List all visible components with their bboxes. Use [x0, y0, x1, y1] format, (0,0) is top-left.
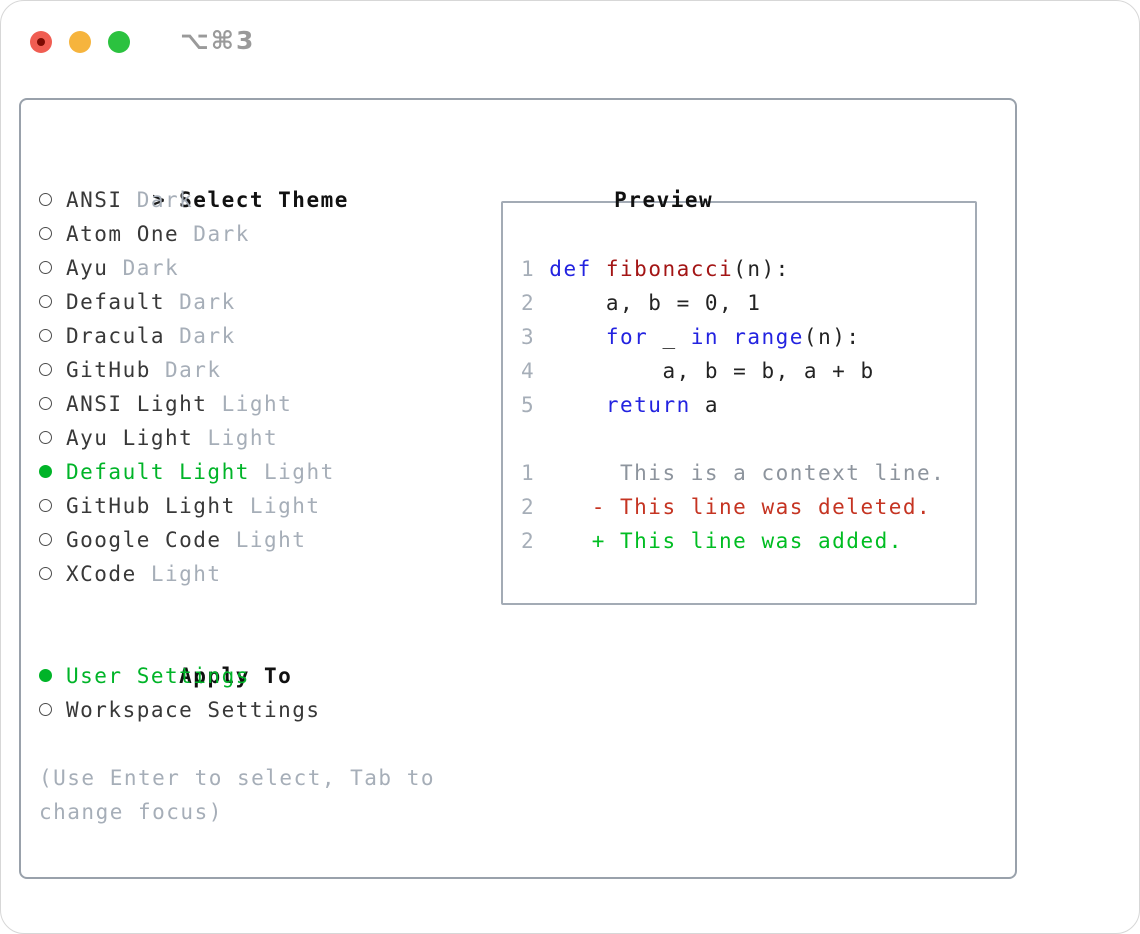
- radio-icon: [39, 567, 52, 580]
- radio-selected-icon: [39, 465, 52, 478]
- theme-variant-tag: Dark: [179, 222, 250, 246]
- theme-option-ansi[interactable]: ANSI Dark: [39, 183, 501, 217]
- theme-name: Default Light: [66, 460, 250, 484]
- theme-name: XCode: [66, 562, 137, 586]
- theme-option-default[interactable]: Default Dark: [39, 285, 501, 319]
- radio-icon: [39, 533, 52, 546]
- spacer: [39, 727, 501, 761]
- theme-name: Ayu: [66, 256, 109, 280]
- select-theme-header: > Select Theme: [39, 149, 501, 212]
- apply-option-label: Workspace Settings: [66, 698, 321, 722]
- theme-option-github-light[interactable]: GitHub Light Light: [39, 489, 501, 523]
- minimize-button[interactable]: [69, 30, 91, 53]
- theme-variant-tag: Light: [207, 392, 293, 416]
- theme-option-ansi-light[interactable]: ANSI Light Light: [39, 387, 501, 421]
- radio-icon: [39, 431, 52, 444]
- radio-icon: [39, 363, 52, 376]
- theme-variant-tag: Light: [221, 528, 307, 552]
- code-line-3: 3 for _ in range(n):: [521, 325, 861, 349]
- theme-name: Google Code: [66, 528, 222, 552]
- theme-option-ayu[interactable]: Ayu Dark: [39, 251, 501, 285]
- theme-variant-tag: Light: [249, 460, 335, 484]
- radio-indicator: [39, 489, 66, 523]
- help-text: (Use Enter to select, Tab to change focu…: [39, 766, 436, 824]
- radio-icon: [39, 397, 52, 410]
- radio-indicator: [39, 217, 66, 251]
- spacer: [39, 591, 501, 625]
- radio-indicator: [39, 557, 66, 591]
- theme-variant-tag: Dark: [150, 358, 222, 382]
- select-theme-title: Select Theme: [179, 188, 349, 212]
- radio-indicator: [39, 523, 66, 557]
- blank-line: [521, 422, 975, 456]
- zoom-button[interactable]: [108, 30, 130, 53]
- preview-title: Preview: [614, 188, 714, 212]
- code-line-1: 1 def fibonacci(n):: [521, 257, 790, 281]
- radio-indicator: [39, 183, 66, 217]
- apply-to-title: Apply To: [179, 664, 293, 688]
- diff-deleted-line: 2 - This line was deleted.: [521, 495, 932, 519]
- radio-icon: [39, 227, 52, 240]
- preview-box: 1 def fibonacci(n): 2 a, b = 0, 1 3 for _ …: [501, 201, 977, 605]
- preview-header: Preview: [501, 149, 1015, 212]
- theme-name: Dracula: [66, 324, 166, 348]
- apply-option-label: User Settings: [66, 664, 250, 688]
- theme-variant-tag: Dark: [165, 324, 236, 348]
- theme-variant-tag: Dark: [122, 188, 194, 212]
- radio-icon: [39, 261, 52, 274]
- theme-name: Ayu Light: [66, 426, 194, 450]
- apply-to-header: Apply To: [39, 625, 501, 688]
- theme-name: Default: [66, 290, 166, 314]
- theme-variant-tag: Light: [136, 562, 222, 586]
- theme-option-ayu-light[interactable]: Ayu Light Light: [39, 421, 501, 455]
- radio-icon: [39, 703, 52, 716]
- theme-option-google-code[interactable]: Google Code Light: [39, 523, 501, 557]
- titlebar: ⌥⌘3: [30, 26, 256, 55]
- theme-name: GitHub: [66, 358, 151, 382]
- radio-icon: [39, 193, 52, 206]
- close-button[interactable]: [30, 30, 52, 53]
- radio-indicator: [39, 353, 66, 387]
- theme-option-xcode[interactable]: XCode Light: [39, 557, 501, 591]
- radio-icon: [39, 329, 52, 342]
- radio-indicator: [39, 421, 66, 455]
- theme-variant-tag: Light: [235, 494, 321, 518]
- apply-option-user-settings[interactable]: User Settings: [39, 659, 501, 693]
- radio-indicator: [39, 387, 66, 421]
- theme-option-github[interactable]: GitHub Dark: [39, 353, 501, 387]
- theme-option-atom-one[interactable]: Atom One Dark: [39, 217, 501, 251]
- code-line-4: 4 a, b = b, a + b: [521, 359, 875, 383]
- theme-option-default-light[interactable]: Default Light Light: [39, 455, 501, 489]
- theme-name: GitHub Light: [66, 494, 236, 518]
- diff-context-line: 1 This is a context line.: [521, 461, 946, 485]
- theme-name: Atom One: [66, 222, 180, 246]
- theme-variant-tag: Dark: [165, 290, 236, 314]
- radio-selected-icon: [39, 669, 52, 682]
- radio-icon: [39, 295, 52, 308]
- theme-name: ANSI: [66, 188, 123, 212]
- theme-option-dracula[interactable]: Dracula Dark: [39, 319, 501, 353]
- radio-icon: [39, 499, 52, 512]
- radio-indicator: [39, 319, 66, 353]
- preview-column: Preview 1 def fibonacci(n): 2 a, b = 0, 1…: [501, 149, 1015, 877]
- radio-indicator: [39, 455, 66, 489]
- theme-name: ANSI Light: [66, 392, 208, 416]
- apply-option-workspace-settings[interactable]: Workspace Settings: [39, 693, 501, 727]
- unsaved-changes-dot: [37, 37, 45, 46]
- radio-indicator: [39, 251, 66, 285]
- code-line-5: 5 return a: [521, 393, 720, 417]
- radio-indicator: [39, 693, 66, 727]
- radio-indicator: [39, 659, 66, 693]
- diff-added-line: 2 + This line was added.: [521, 529, 903, 553]
- window-title: ⌥⌘3: [180, 26, 256, 55]
- theme-variant-tag: Light: [193, 426, 279, 450]
- cursor-caret: >: [152, 188, 167, 212]
- radio-indicator: [39, 285, 66, 319]
- code-line-2: 2 a, b = 0, 1: [521, 291, 762, 315]
- theme-variant-tag: Dark: [108, 256, 180, 280]
